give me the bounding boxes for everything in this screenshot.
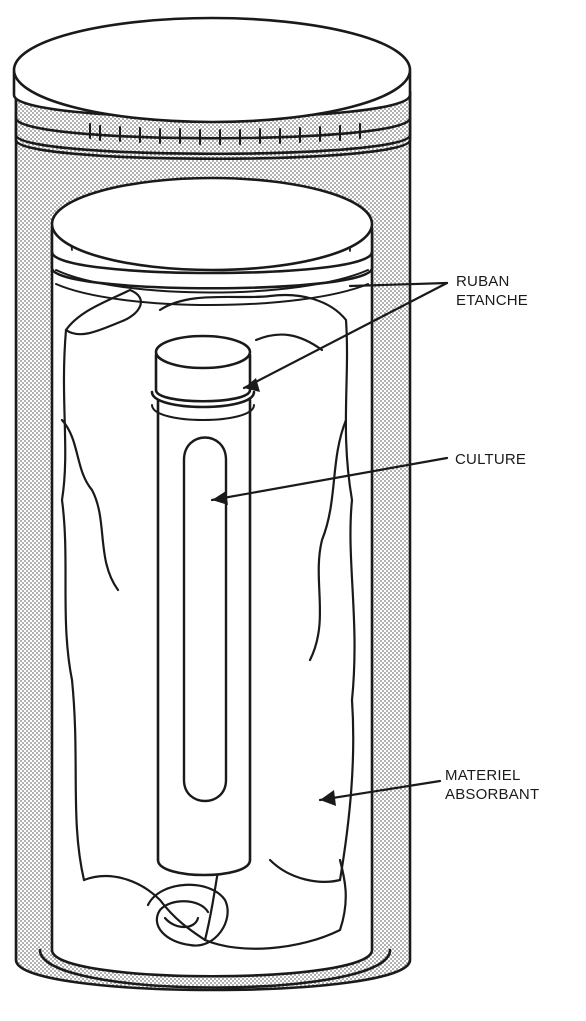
- label-absorbent-material-line2: ABSORBANT: [445, 785, 539, 804]
- label-sealing-tape-line1: RUBAN: [456, 272, 528, 291]
- inner-lid: [52, 178, 372, 270]
- label-absorbent-material-line1: MATERIEL: [445, 766, 539, 785]
- culture-tube: [152, 336, 254, 875]
- label-absorbent-material: MATERIEL ABSORBANT: [445, 766, 539, 804]
- label-sealing-tape-line2: ETANCHE: [456, 291, 528, 310]
- label-culture: CULTURE: [455, 450, 526, 469]
- outer-lid: [14, 18, 410, 122]
- label-sealing-tape: RUBAN ETANCHE: [456, 272, 528, 310]
